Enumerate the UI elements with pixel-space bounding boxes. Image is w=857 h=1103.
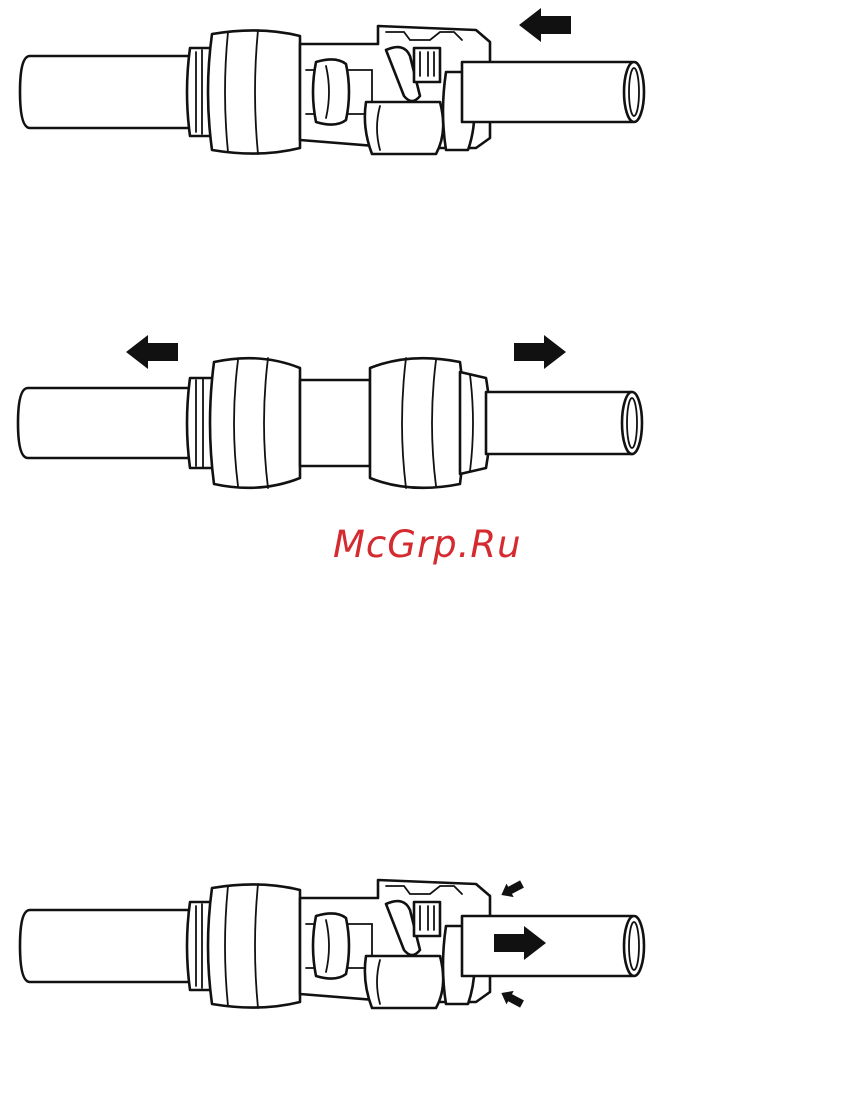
step-insert-tube [20, 8, 644, 154]
pull-right-arrow-icon [514, 335, 566, 369]
collet-press-top-arrow-icon [498, 877, 526, 901]
push-left-arrow-icon [519, 8, 571, 42]
pull-left-arrow-icon [126, 335, 178, 369]
watermark-text: McGrp.Ru [333, 526, 522, 563]
collet-press-bottom-arrow-icon [498, 986, 526, 1010]
cutaway-fitting-figure-1 [20, 26, 644, 154]
cutaway-fitting-figure-3 [20, 880, 644, 1008]
step-release-tube [20, 877, 644, 1011]
step-pull-test [18, 335, 642, 488]
